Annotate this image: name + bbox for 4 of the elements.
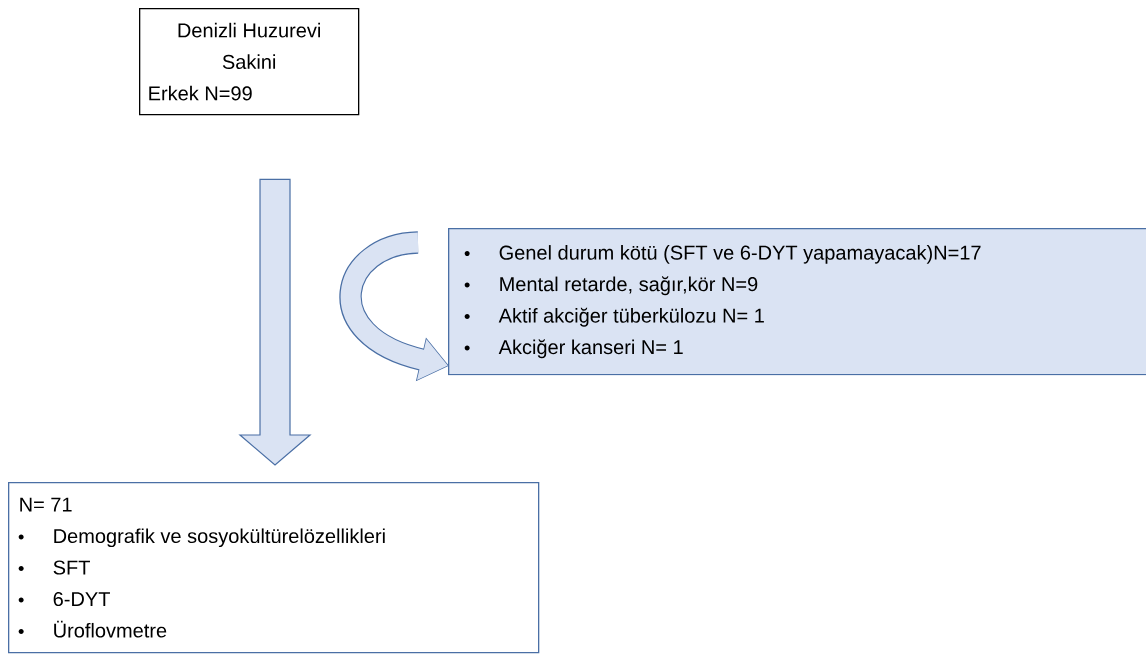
included-box: N= 71 Demografik ve sosyokültürelözellikleri SFT 6-DYT Üroflovmetre bbox=[8, 482, 540, 654]
sample-box: Denizli Huzurevi Sakini Erkek N=99 bbox=[139, 8, 360, 116]
block-arrow bbox=[238, 178, 312, 466]
exclusion-box: Genel durum kötü (SFT ve 6-DYT yapamayacak)N=17 Mental retarde, sağır,kör N=9 Aktif akciğer tüberkülozu N= 1 Akciğer kanseri N= 1 bbox=[448, 228, 1146, 376]
